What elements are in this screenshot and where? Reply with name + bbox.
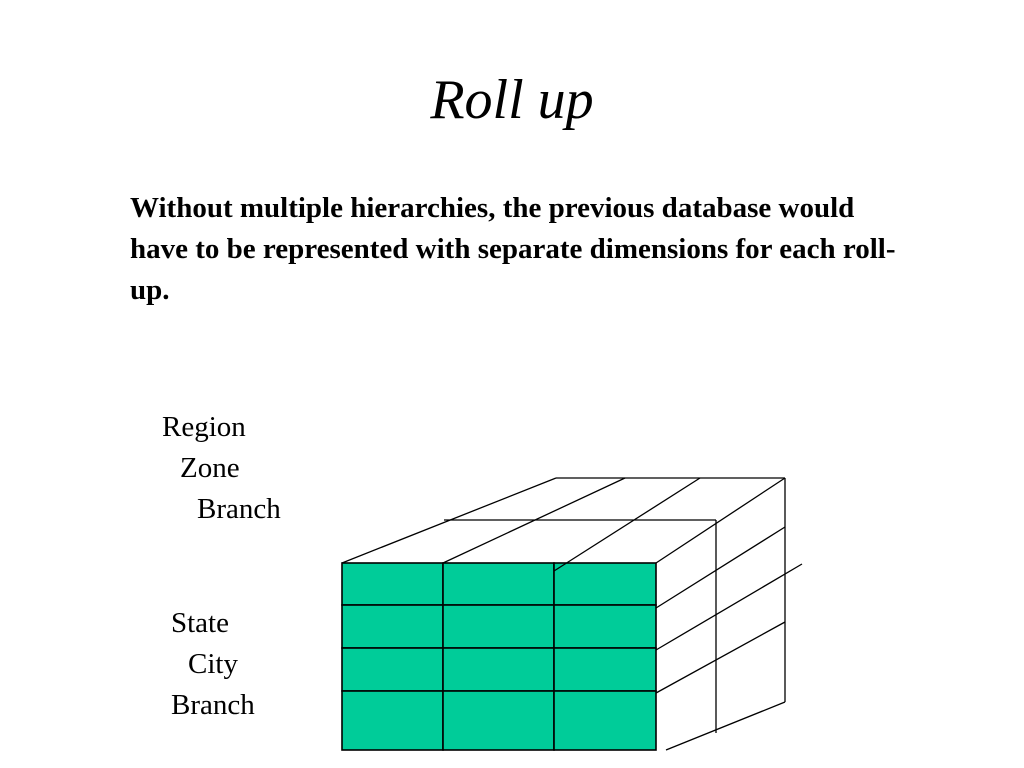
label-zone: Zone <box>180 452 240 484</box>
slide-title: Roll up <box>430 69 594 131</box>
cube-cell-r1-c2 <box>442 562 555 606</box>
top-face <box>341 477 786 572</box>
cube-cell-r3-c3 <box>553 647 657 692</box>
cube-cell-r1-c3 <box>553 562 657 606</box>
side-row-1 <box>655 526 786 609</box>
cube-cell-r4-c2 <box>442 690 555 751</box>
side-row-2 <box>655 563 803 651</box>
front-face-cells <box>341 562 657 751</box>
cube-cell-r1-c1 <box>341 562 444 606</box>
cube-cell-r2-c2 <box>442 604 555 649</box>
label-branch-bottom: Branch <box>171 689 255 721</box>
cube-cell-r3-c1 <box>341 647 444 692</box>
cube-cell-r3-c2 <box>442 647 555 692</box>
side-face <box>655 478 803 751</box>
cube-cell-r4-c3 <box>553 690 657 751</box>
label-state: State <box>171 607 229 639</box>
side-row-3 <box>655 621 786 694</box>
cube-cell-r2-c3 <box>553 604 657 649</box>
label-city: City <box>188 648 238 680</box>
label-region: Region <box>162 411 246 443</box>
top-edge-right <box>655 477 786 564</box>
cube-cell-r4-c1 <box>341 690 444 751</box>
top-edge-2 <box>553 477 701 572</box>
body-text: Without multiple hierarchies, the previo… <box>130 192 896 306</box>
cube-cell-r2-c1 <box>341 604 444 649</box>
side-bottom-edge <box>665 701 786 751</box>
label-branch-top: Branch <box>197 493 281 525</box>
